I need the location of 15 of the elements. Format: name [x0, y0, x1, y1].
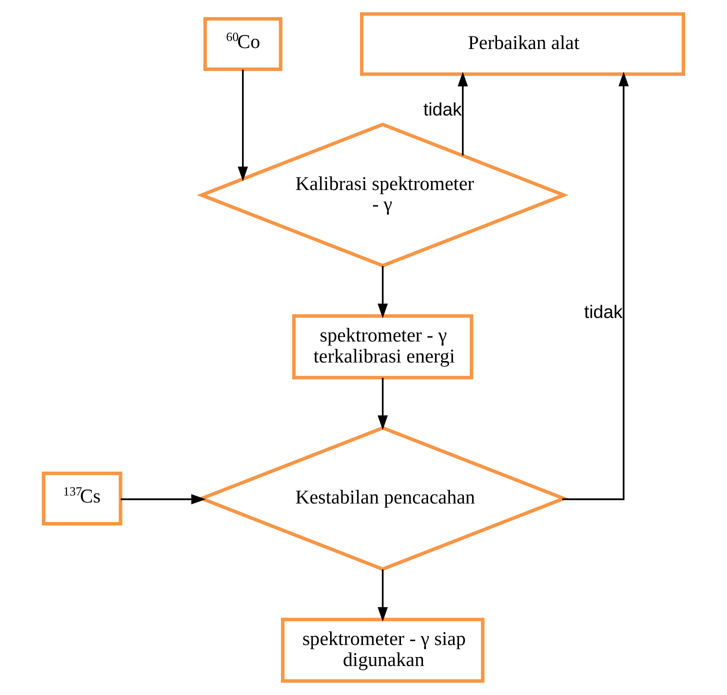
node-box: spektrometer - γ terkalibrasi energi	[292, 314, 474, 380]
node-box: spektrometer - γ siap digunakan	[280, 618, 484, 683]
node-box: Perbaikan alat	[360, 12, 686, 76]
arrow	[238, 70, 248, 182]
edge-label: tidak	[423, 99, 462, 120]
node-box: $^{137}$Cs	[42, 472, 122, 526]
arrow	[378, 570, 388, 622]
arrow	[120, 494, 206, 504]
node-diamond: Kalibrasi spektrometer - γ	[196, 122, 569, 268]
arrow	[378, 378, 388, 430]
edge-label: tidak	[584, 302, 623, 322]
arrow	[458, 72, 468, 156]
arrow	[562, 72, 629, 500]
arrow	[378, 266, 388, 318]
node-box: $^{60}$Co	[203, 17, 282, 71]
